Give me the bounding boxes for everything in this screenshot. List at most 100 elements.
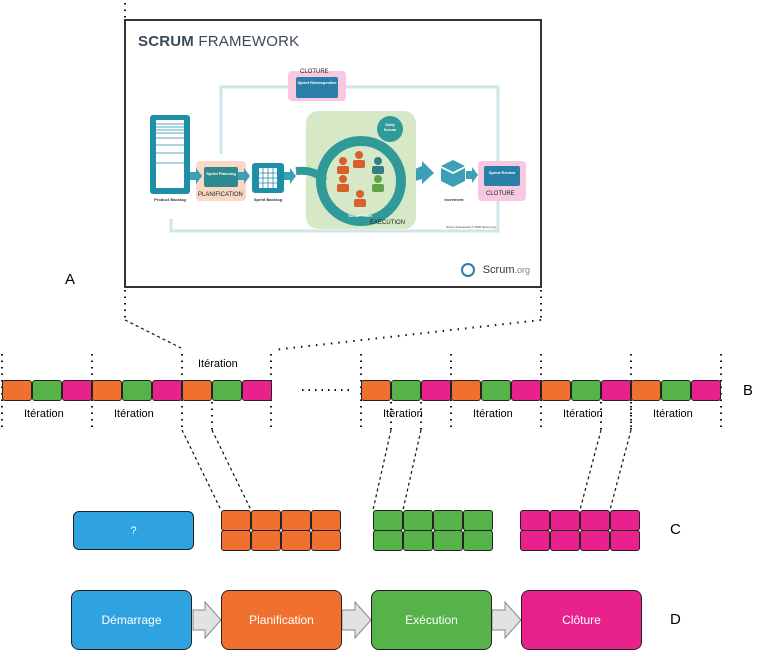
- flow-step-cloture: Clôture: [521, 590, 642, 650]
- scrum-diagram: [150, 71, 526, 277]
- flow-step-label: Planification: [249, 613, 314, 627]
- daily-scrum-label: Daily Scrum: [383, 122, 397, 132]
- feedback-loop: [169, 85, 500, 233]
- grouped-block-cloture: [550, 510, 580, 531]
- flow-step-planification: Planification: [221, 590, 342, 650]
- sprint-planning-box: [204, 167, 238, 187]
- grouped-block-planification: [311, 510, 341, 531]
- scrum-org-logo: Scrum.org: [482, 264, 530, 276]
- grouped-block-execution: [373, 510, 403, 531]
- grouped-block-execution: [463, 510, 493, 531]
- sprint-retrospective-label: Sprint Retrospective: [297, 80, 337, 85]
- timeline-segment-execution: [212, 380, 242, 401]
- section-label-c: C: [670, 521, 681, 538]
- frame-to-bar-left: [124, 319, 182, 349]
- iteration-dividers: [1, 354, 722, 430]
- grouped-block-execution: [463, 530, 493, 551]
- timeline-segment-planification: [361, 380, 391, 401]
- flow-step-label: Clôture: [562, 613, 601, 627]
- timeline-segment-execution: [481, 380, 511, 401]
- sprint-planning-label: Sprint Planning: [206, 171, 236, 176]
- daily-scrum-circle: [377, 116, 403, 142]
- planification-label: PLANIFICATION: [198, 192, 243, 198]
- grouped-block-planification: [251, 510, 281, 531]
- execution-label: EXECUTION: [370, 220, 406, 226]
- scrum-title: SCRUM FRAMEWORK: [138, 33, 300, 50]
- grouped-block-planification: [221, 510, 251, 531]
- sprint-review-box: [484, 166, 520, 186]
- scrum-team-label: Scrum Team: [348, 213, 372, 218]
- timeline-segment-planification: [451, 380, 481, 401]
- unknown-phase-box: ?: [73, 511, 194, 550]
- grouped-block-planification: [281, 530, 311, 551]
- arrow-right-icon: [491, 600, 522, 640]
- iteration-label: Itération: [24, 408, 64, 420]
- flow-arrows: [192, 600, 522, 640]
- grouped-block-cloture: [520, 530, 550, 551]
- timeline-segment-cloture: [601, 380, 631, 401]
- timeline-segment-planification: [92, 380, 122, 401]
- grouped-block-planification: [311, 530, 341, 551]
- iteration-label: Itération: [383, 408, 423, 420]
- sprint-review-label: Sprint Review: [488, 170, 516, 175]
- grouped-block-execution: [433, 530, 463, 551]
- grouped-block-cloture: [580, 510, 610, 531]
- flow-step-execution: Exécution: [371, 590, 492, 650]
- grouped-block-planification: [281, 510, 311, 531]
- iteration-label: Itération: [653, 408, 693, 420]
- grouped-block-cloture: [580, 530, 610, 551]
- grouped-block-execution: [403, 510, 433, 531]
- sprint-backlog-label: Sprint Backlog: [253, 197, 283, 202]
- unknown-phase-label: ?: [130, 524, 137, 537]
- timeline-segment-execution: [661, 380, 691, 401]
- timeline-segment-planification: [2, 380, 32, 401]
- section-label-a: A: [65, 271, 76, 288]
- scrum-framework-image: SCRUM FRAMEWORK: [124, 19, 542, 288]
- timeline-segment-cloture: [62, 380, 92, 401]
- timeline-segment-planification: [182, 380, 212, 401]
- grouped-block-planification: [251, 530, 281, 551]
- timeline-segment-planification: [541, 380, 571, 401]
- arrow-right-icon: [192, 600, 222, 640]
- grouped-block-execution: [403, 530, 433, 551]
- iteration-label: Itération: [473, 408, 513, 420]
- arrow-right-icon: [341, 600, 372, 640]
- phase-projection-lines: [181, 429, 632, 511]
- scrum-team-icons: [337, 151, 384, 207]
- timeline-segment-execution: [32, 380, 62, 401]
- grouped-block-planification: [221, 530, 251, 551]
- timeline-segment-cloture: [421, 380, 451, 401]
- grouped-block-cloture: [610, 510, 640, 531]
- timeline-segment-cloture: [691, 380, 721, 401]
- sprint-retrospective-box: [296, 77, 338, 98]
- iteration-label: Itération: [114, 408, 154, 420]
- grouped-block-execution: [433, 510, 463, 531]
- increment-label: Increment: [444, 197, 464, 202]
- scrum-org-logo-icon: [461, 263, 475, 277]
- increment-icon: [441, 160, 465, 187]
- iteration-label: Itération: [563, 408, 603, 420]
- highlighted-iteration-label: Itération: [198, 358, 238, 370]
- flow-step-demarrage: Démarrage: [71, 590, 192, 650]
- grouped-block-cloture: [550, 530, 580, 551]
- timeline-segment-cloture: [511, 380, 541, 401]
- timeline-segment-execution: [391, 380, 421, 401]
- section-label-b: B: [743, 382, 754, 399]
- flow-step-label: Exécution: [405, 613, 458, 627]
- frame-to-bar-right: [272, 319, 542, 351]
- copyright-text: Scrum Framework © 2020 Scrum.org: [446, 225, 496, 229]
- timeline-segment-cloture: [242, 380, 272, 401]
- grouped-block-execution: [373, 530, 403, 551]
- grouped-block-cloture: [610, 530, 640, 551]
- retro-cloture-label: CLOTURE: [300, 69, 329, 75]
- timeline-segment-execution: [571, 380, 601, 401]
- product-backlog-label: Product Backlog: [154, 197, 186, 202]
- timeline-segment-planification: [631, 380, 661, 401]
- timeline-segment-execution: [122, 380, 152, 401]
- grouped-block-cloture: [520, 510, 550, 531]
- flow-step-label: Démarrage: [101, 613, 162, 627]
- timeline-segment-cloture: [152, 380, 182, 401]
- review-cloture-label: CLOTURE: [486, 191, 515, 197]
- section-label-d: D: [670, 611, 681, 628]
